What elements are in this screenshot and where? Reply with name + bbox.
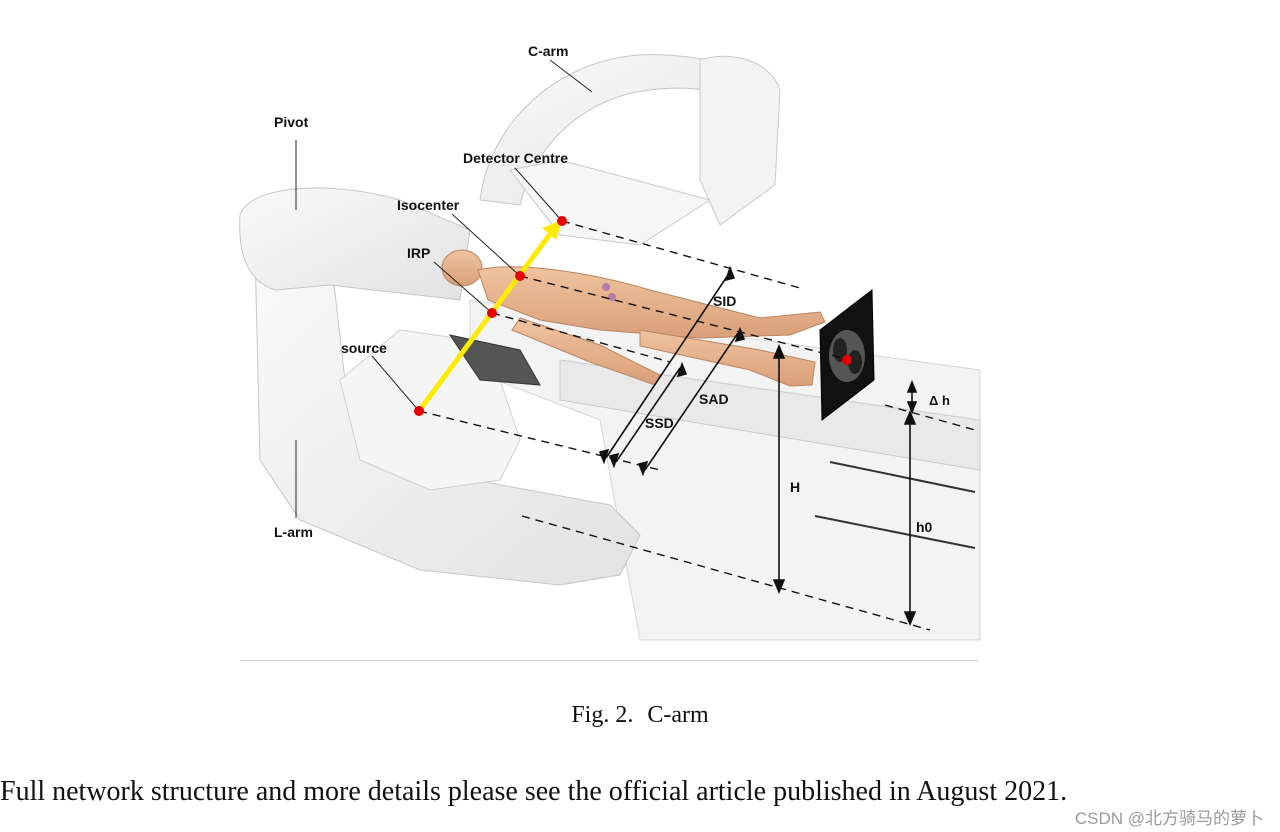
- leader-lines: [295, 59, 593, 518]
- figure-title: C-arm: [647, 702, 709, 728]
- measurement-arrows: [598, 265, 918, 627]
- label-source: source: [341, 340, 387, 356]
- h-arrow: [772, 343, 786, 595]
- label-c-arm: C-arm: [528, 43, 568, 59]
- label-ssd: SSD: [645, 415, 674, 431]
- irp-point: [487, 308, 497, 318]
- isocenter-point: [515, 271, 525, 281]
- pivot-joint: [239, 187, 471, 301]
- l-arm: [254, 249, 641, 586]
- watermark: CSDN @北方骑马的萝卜: [1074, 809, 1264, 828]
- figure-divider: [240, 660, 978, 661]
- dashed-line-isocenter: [519, 275, 863, 364]
- dashed-line-floor: [521, 515, 931, 631]
- detector-centre-point: [557, 216, 567, 226]
- label-delta-h: Δ h: [929, 393, 950, 408]
- xray-beam: [416, 220, 562, 413]
- dashed-line-table-top: [884, 404, 976, 431]
- body-paragraph: Full network structure and more details …: [0, 776, 1068, 807]
- sad-arrow: [637, 326, 746, 477]
- delta-h-arrow: [906, 379, 918, 415]
- figure-number: Fig. 2.: [571, 702, 634, 728]
- label-isocenter: Isocenter: [397, 197, 460, 213]
- label-pivot: Pivot: [274, 114, 309, 130]
- label-irp: IRP: [407, 245, 430, 261]
- label-h: H: [790, 479, 800, 495]
- label-l-arm: L-arm: [274, 524, 313, 540]
- dashed-line-irp: [491, 312, 671, 363]
- source-point: [414, 406, 424, 416]
- sid-arrow: [598, 265, 736, 465]
- figure-caption: Fig. 2. C-arm: [0, 702, 1280, 729]
- label-sid: SID: [713, 293, 736, 309]
- dashed-lines: [418, 220, 976, 631]
- ssd-arrow: [608, 361, 688, 469]
- label-detector-centre: Detector Centre: [463, 150, 568, 166]
- patient-model: [441, 249, 826, 387]
- label-h0: h0: [916, 519, 933, 535]
- ct-centre-point: [842, 355, 852, 365]
- label-sad: SAD: [699, 391, 729, 407]
- key-points: [414, 216, 852, 416]
- h0-arrow: [903, 409, 917, 627]
